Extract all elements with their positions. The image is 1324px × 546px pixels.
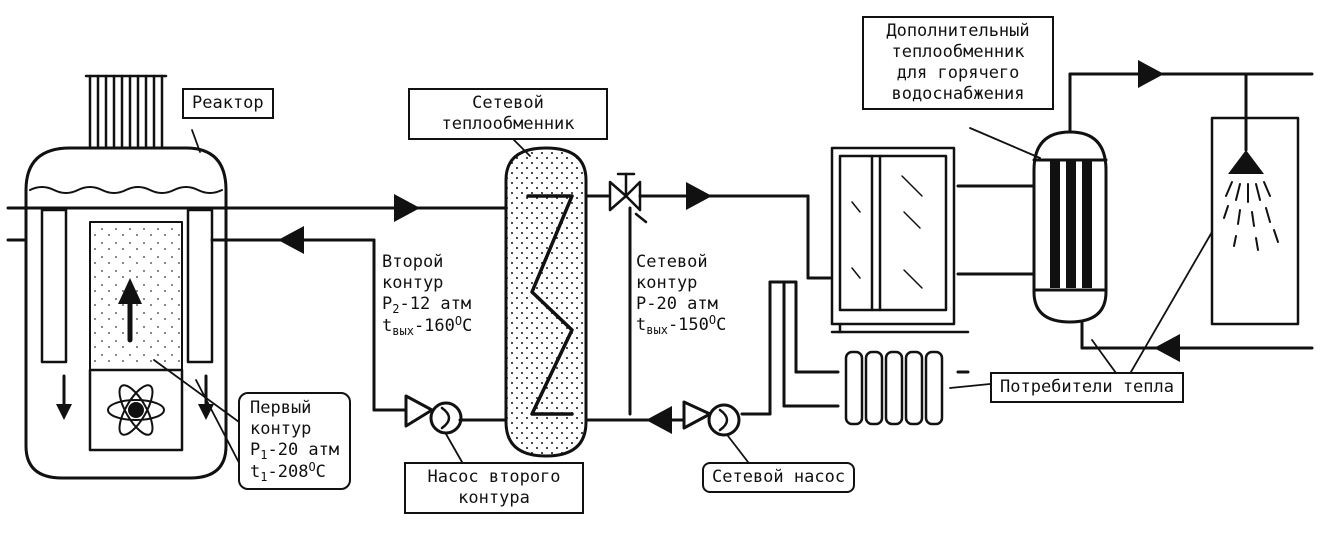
reactor-label: Реактор (182, 88, 274, 119)
network-loop-temperature-unit: C (716, 315, 727, 335)
reactor-vessel (24, 146, 228, 480)
downcomer-left-wall (40, 208, 68, 364)
hot-water-heat-exchanger-label: Дополнительный теплообменник для горячег… (862, 16, 1054, 110)
network-loop-label-line1: Сетевой (636, 252, 708, 272)
first-loop-pressure-value: -20 атм (267, 440, 340, 460)
window-consumer (830, 146, 970, 334)
second-loop-label: Второй контур P2-12 атм tвых-160OC (382, 252, 472, 338)
heat-exchanger-coil (526, 194, 574, 416)
valve-icon (608, 172, 648, 224)
core (88, 368, 184, 452)
network-loop-temperature-degree: O (708, 313, 717, 327)
radiator (844, 350, 944, 426)
shower-consumer (1210, 116, 1300, 326)
shower-head-icon (1228, 150, 1264, 174)
downcomer-right-wall (186, 208, 214, 364)
network-pump-label: Сетевой насос (702, 462, 856, 493)
first-loop-temperature-symbol: t (250, 462, 261, 482)
second-loop-pump-icon (404, 394, 463, 435)
hot-water-heat-exchanger (1032, 130, 1108, 324)
network-loop-label-line2: контур (636, 273, 698, 293)
first-loop-label-line1: Первый (250, 398, 312, 418)
flow-arrow-left-icon (1154, 334, 1180, 362)
second-loop-label-line1: Второй (382, 252, 444, 272)
up-flow-arrow-icon (118, 278, 142, 343)
atom-icon (107, 384, 165, 436)
network-loop-temperature-symbol: t (636, 315, 647, 335)
first-loop-temperature: t1-208OC (250, 460, 339, 484)
hot-water-heat-exchanger-label-line3: для горячего (896, 63, 1020, 83)
second-loop-label-line2: контур (382, 273, 444, 293)
second-loop-pump-label: Насос второго контура (404, 462, 584, 514)
flow-arrow-right-icon (686, 182, 712, 210)
second-loop-pressure-value: -12 атм (399, 294, 472, 314)
flow-arrow-left-icon (646, 406, 672, 434)
second-loop-pressure-symbol: P (382, 294, 393, 314)
network-loop-temperature: tвых-150OC (636, 313, 727, 337)
water-surface (29, 186, 223, 194)
second-loop-pressure: P2-12 атм (382, 294, 472, 316)
second-loop-temperature-unit: C (462, 316, 473, 336)
first-loop-temperature-value: -208 (267, 462, 309, 482)
second-loop-temperature: tвых-160OC (382, 314, 473, 338)
flow-arrow-right-icon (1138, 60, 1164, 88)
first-loop-label-line2: контур (250, 419, 312, 439)
second-loop-temperature-degree: O (454, 314, 463, 328)
hot-water-heat-exchanger-label-line1: Дополнительный (886, 21, 1030, 41)
flow-arrow-right-icon (394, 194, 420, 222)
first-loop-temperature-degree: O (308, 460, 316, 474)
second-loop-pump-label-line2: контура (458, 488, 530, 508)
first-loop-pressure-index: 1 (260, 448, 268, 462)
network-loop-label: Сетевой контур P-20 атм tвых-150OC (636, 252, 726, 337)
second-loop-temperature-value: -160 (413, 316, 455, 336)
first-loop-temperature-unit: C (315, 462, 326, 482)
second-loop-temperature-symbol: t (382, 316, 393, 336)
hot-water-heat-exchanger-label-line4: водоснабжения (891, 84, 1025, 104)
second-loop-pressure-index: 2 (392, 302, 400, 316)
network-pump-icon (682, 400, 741, 437)
first-loop-pressure-symbol: P (250, 440, 261, 460)
hot-water-heat-exchanger-label-line2: теплообменник (891, 42, 1025, 62)
first-loop-pressure: P1-20 атм (250, 440, 339, 462)
flow-arrow-left-icon (278, 226, 304, 254)
network-heat-exchanger-label-line1: Сетевой (472, 93, 544, 113)
network-loop-temperature-value: -150 (667, 315, 709, 335)
network-heat-exchanger-label: Сетевой теплообменник (408, 88, 608, 140)
control-rod-drives (84, 74, 168, 150)
second-loop-temperature-index: вых (392, 324, 414, 338)
network-pump-label-text: Сетевой насос (712, 467, 846, 487)
network-heat-exchanger-label-line2: теплообменник (441, 114, 575, 134)
heat-consumers-label: Потребители тепла (990, 372, 1184, 403)
down-flow-arrow-left-icon (56, 374, 72, 420)
heat-consumers-label-text: Потребители тепла (1000, 377, 1174, 397)
second-loop-pump-label-line1: Насос второго (427, 467, 561, 487)
network-loop-pressure: P-20 атм (636, 294, 718, 314)
network-loop-piping (584, 194, 970, 422)
network-loop-temperature-index: вых (646, 323, 668, 337)
network-heat-exchanger (504, 146, 588, 458)
first-loop-label: Первый контур P1-20 атм t1-208OC (238, 392, 352, 490)
hot-water-piping (956, 72, 1314, 350)
reactor-label-text: Реактор (192, 93, 264, 113)
reactor (24, 74, 228, 480)
first-loop-temperature-index: 1 (260, 470, 268, 484)
